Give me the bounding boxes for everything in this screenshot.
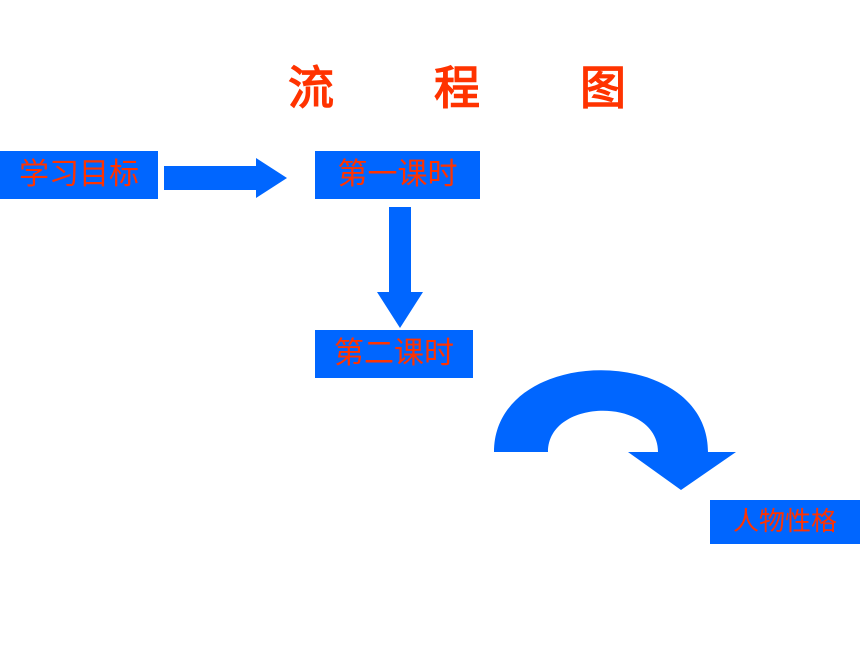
node-learning-goal: 学习目标 (0, 151, 158, 199)
node-character: 人物性格 (710, 500, 860, 544)
arrow-right-icon (164, 158, 287, 198)
curved-arrow-icon (494, 370, 736, 490)
node-lesson-1: 第一课时 (315, 151, 480, 199)
node-learning-goal-label: 学习目标 (19, 157, 139, 192)
page-title: 流 程 图 (288, 61, 669, 115)
node-lesson-2-label: 第二课时 (334, 336, 454, 371)
node-lesson-2: 第二课时 (315, 330, 473, 378)
arrow-down-icon (377, 207, 423, 328)
node-lesson-1-label: 第一课时 (337, 157, 458, 192)
node-character-label: 人物性格 (732, 507, 837, 537)
